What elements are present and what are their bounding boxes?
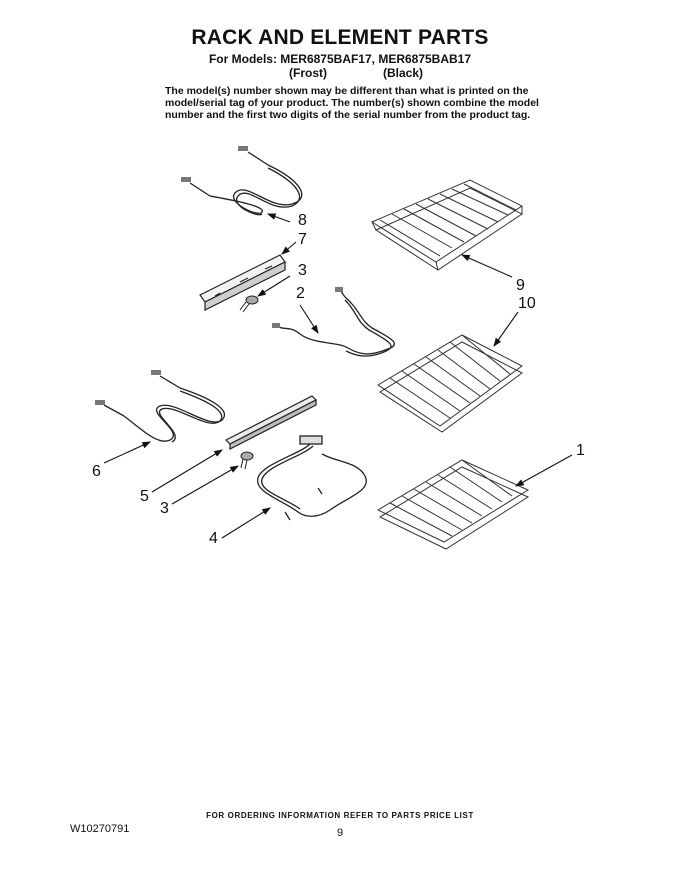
part-3-screw-lower <box>240 451 254 470</box>
part-4-hidden-bake-element <box>257 435 367 521</box>
part-2-wavy-element <box>272 287 396 357</box>
note-line-1: The model(s) number shown may be differe… <box>165 85 529 97</box>
page-number: 9 <box>337 827 344 839</box>
callout-8: 8 <box>298 212 307 229</box>
callout-5: 5 <box>140 488 149 505</box>
document-number: W10270791 <box>70 823 130 835</box>
part-7-bracket <box>199 254 286 311</box>
part-8-broil-element <box>181 146 303 216</box>
callout-3-upper: 3 <box>298 262 307 279</box>
part-9-gliding-rack <box>370 179 524 271</box>
leader-1 <box>515 454 573 487</box>
part-6-bake-element <box>95 370 225 443</box>
leader-4 <box>221 507 271 539</box>
note-line-2: model/serial tag of your product. The nu… <box>165 97 539 109</box>
page-title: RACK AND ELEMENT PARTS <box>191 26 489 49</box>
part-1-rack <box>376 459 530 550</box>
leader-3-upper <box>257 275 291 297</box>
ordering-note: FOR ORDERING INFORMATION REFER TO PARTS … <box>206 811 474 820</box>
callout-9: 9 <box>516 277 525 294</box>
variant-black: (Black) <box>383 66 424 80</box>
callout-6: 6 <box>92 463 101 480</box>
leader-8 <box>266 213 291 223</box>
leader-lines <box>103 213 573 539</box>
callout-7: 7 <box>298 231 307 248</box>
callout-4: 4 <box>209 530 218 547</box>
leader-6 <box>103 441 152 464</box>
callout-1: 1 <box>576 442 585 459</box>
part-5-deflector-strip <box>224 395 318 450</box>
callout-10: 10 <box>518 295 536 312</box>
note-line-3: number and the first two digits of the s… <box>165 109 531 121</box>
leader-2 <box>299 304 319 334</box>
leader-10 <box>493 311 519 347</box>
leader-5 <box>151 449 223 493</box>
leader-3-lower <box>171 465 239 505</box>
leader-7 <box>281 241 297 255</box>
part-10-rack <box>377 334 523 433</box>
model-number-note: The model(s) number shown may be differe… <box>165 85 545 121</box>
callout-3-lower: 3 <box>160 500 169 517</box>
callout-2: 2 <box>296 285 305 302</box>
variant-frost: (Frost) <box>289 66 327 80</box>
part-3-screw-upper <box>239 295 259 313</box>
models-line: For Models: MER6875BAF17, MER6875BAB17 <box>208 52 472 66</box>
leader-9 <box>460 254 513 278</box>
